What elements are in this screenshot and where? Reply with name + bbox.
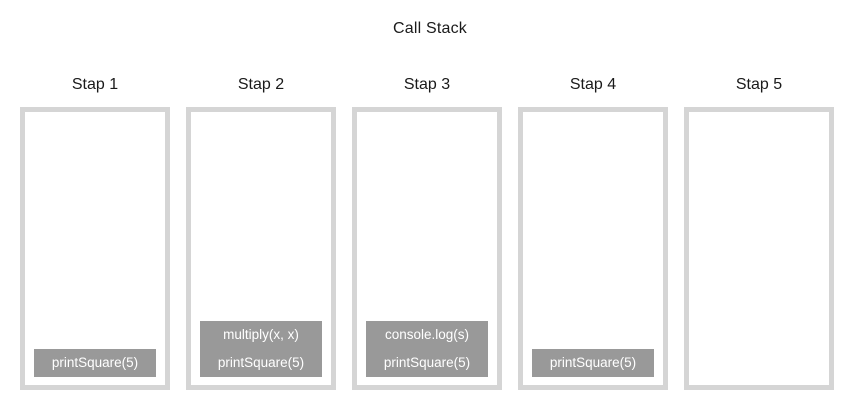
call-stack-box: printSquare(5) xyxy=(518,107,668,390)
step-column-2: Stap 2 printSquare(5)multiply(x, x) xyxy=(186,75,336,390)
stack-frame: printSquare(5) xyxy=(366,349,488,377)
call-stack-box: printSquare(5)multiply(x, x) xyxy=(186,107,336,390)
step-columns: Stap 1 printSquare(5) Stap 2 printSquare… xyxy=(20,75,834,390)
stack-frame: printSquare(5) xyxy=(200,349,322,377)
step-label: Stap 1 xyxy=(71,76,119,93)
call-stack-box: printSquare(5) xyxy=(20,107,170,390)
stack-frame: console.log(s) xyxy=(366,321,488,349)
call-stack-box xyxy=(684,107,834,390)
stack-frame: printSquare(5) xyxy=(532,349,654,377)
step-label: Stap 5 xyxy=(735,76,783,93)
step-column-4: Stap 4 printSquare(5) xyxy=(518,75,668,390)
diagram-title: Call Stack xyxy=(392,20,468,37)
step-column-5: Stap 5 xyxy=(684,75,834,390)
step-column-1: Stap 1 printSquare(5) xyxy=(20,75,170,390)
stack-frame: printSquare(5) xyxy=(34,349,156,377)
step-label: Stap 4 xyxy=(569,76,617,93)
step-column-3: Stap 3 printSquare(5)console.log(s) xyxy=(352,75,502,390)
stack-frame: multiply(x, x) xyxy=(200,321,322,349)
step-label: Stap 2 xyxy=(237,76,285,93)
call-stack-box: printSquare(5)console.log(s) xyxy=(352,107,502,390)
step-label: Stap 3 xyxy=(403,76,451,93)
